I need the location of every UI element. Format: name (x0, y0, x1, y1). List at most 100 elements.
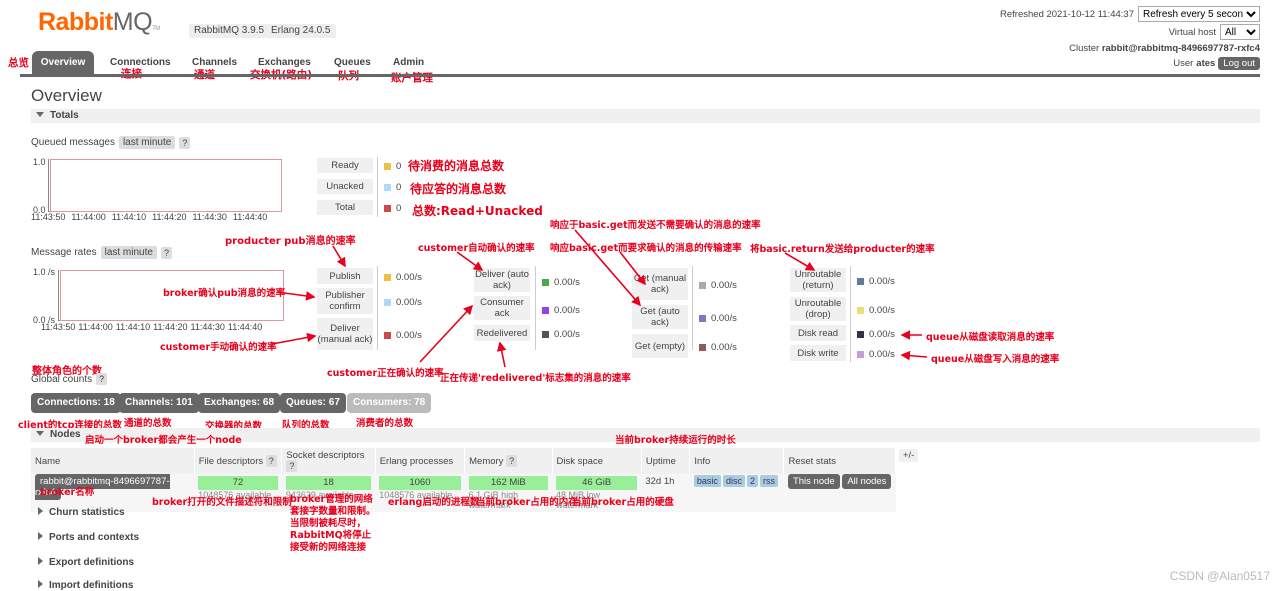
unroutable-drop-rate: 0.00/s (869, 305, 895, 316)
churn-statistics-section[interactable]: Churn statistics (38, 507, 125, 518)
virtual-host-select[interactable]: All (1220, 24, 1260, 40)
help-button[interactable]: ? (286, 460, 298, 472)
logout-button[interactable]: Log out (1218, 57, 1260, 70)
nodes-table: Name File descriptors ? Socket descripto… (31, 448, 896, 512)
expand-arrow-icon (38, 580, 43, 588)
publish-label: Publish (317, 268, 373, 284)
uptime-value: 32d 1h (645, 476, 675, 487)
info-tag: rss (759, 475, 778, 487)
col-memory: Memory ? (464, 448, 553, 474)
ready-annotation: 待消费的消息总数 (408, 159, 505, 173)
exchanges-count-button[interactable]: Exchanges: 68 (198, 393, 281, 413)
ports-and-contexts-section[interactable]: Ports and contexts (38, 532, 139, 543)
get-auto-ack-swatch (699, 315, 706, 322)
disk-write-label: Disk write (790, 345, 846, 361)
import-definitions-section[interactable]: Import definitions (38, 580, 133, 591)
col-uptime: Uptime (641, 448, 691, 474)
get-empty-swatch (699, 344, 706, 351)
unroutable-return-label: Unroutable (return) (790, 268, 846, 292)
connections-count-button[interactable]: Connections: 18 (31, 393, 121, 413)
info-tag: 2 (746, 475, 758, 487)
col-erlang-processes: Erlang processes (375, 448, 466, 474)
queues-count-button[interactable]: Queues: 67 (280, 393, 346, 413)
publisher-confirm-swatch (384, 299, 391, 306)
total-value: 0 (396, 203, 402, 214)
unroutable-return-swatch (857, 278, 864, 285)
queued-y-bottom: 0.0 (33, 205, 46, 215)
rabbitmq-version: RabbitMQ 3.9.5 (189, 24, 270, 38)
user-label: User (1173, 58, 1194, 69)
get-auto-ack-label: Get (auto ack) (632, 305, 688, 329)
columns-toggle-button[interactable]: +/- (899, 449, 919, 462)
help-button[interactable]: ? (96, 373, 108, 385)
col-name: Name (31, 448, 195, 474)
totals-section-header[interactable]: Totals (31, 109, 1260, 123)
get-empty-rate: 0.00/s (711, 342, 737, 353)
tab-queues[interactable]: Queues (334, 57, 371, 68)
help-button[interactable]: ? (160, 246, 172, 259)
message-rates-chart (58, 270, 284, 321)
disk-read-label: Disk read (790, 325, 846, 341)
annotation-tcp-total: client的tcp连接的总数 (18, 420, 122, 431)
channels-count-button[interactable]: Channels: 101 (119, 393, 199, 413)
annotation-disk-read: queue从磁盘读取消息的速率 (926, 332, 1055, 343)
publish-swatch (384, 274, 391, 281)
nodes-section-header[interactable]: Nodes (31, 428, 1260, 442)
consumer-ack-label: Consumer ack (474, 296, 530, 320)
erlang-available: 1048576 available (379, 490, 453, 500)
redelivered-swatch (542, 331, 549, 338)
cluster-name: rabbit@rabbitmq-8496697787-rxfc4 (1101, 43, 1260, 54)
tab-channels[interactable]: Channels (192, 57, 238, 68)
ready-swatch (384, 163, 391, 170)
rabbitmq-logo: RabbitMQTM (38, 8, 160, 36)
reset-all-nodes-button[interactable]: All nodes (842, 474, 892, 489)
annotation-producter-pub: producter pub消息的速率 (225, 236, 356, 247)
annotation-exchange-total: 交换器的总数 (205, 421, 263, 432)
disk-read-swatch (857, 331, 864, 338)
annotation-socket: broker管理的网络套接字数量和限制。当限制被耗尽时，RabbitMQ将停止接… (290, 494, 376, 553)
annotation-role-count: 整体角色的个数 (32, 366, 102, 377)
unacked-label: Unacked (317, 179, 373, 194)
unacked-swatch (384, 184, 391, 191)
annotation-customer-manual: customer手动确认的速率 (160, 342, 277, 353)
reset-this-node-button[interactable]: This node (787, 474, 840, 489)
tab-note-overview: 总览 (8, 57, 29, 69)
annotation-consumer-total: 消费者的总数 (356, 418, 414, 429)
fd-available: 1048576 available (198, 490, 272, 500)
user-name: ates (1196, 58, 1216, 69)
col-info: Info (689, 448, 785, 474)
tab-underline (20, 74, 1260, 77)
help-button[interactable]: ? (506, 454, 518, 467)
expand-arrow-icon (38, 532, 43, 540)
tab-exchanges[interactable]: Exchanges (258, 57, 311, 68)
annotation-uptime: 当前broker持续运行的时长 (615, 435, 736, 446)
queued-range-toggle[interactable]: last minute (118, 136, 176, 149)
queued-y-top: 1.0 (33, 157, 46, 167)
consumers-count-button[interactable]: Consumers: 78 (347, 393, 432, 413)
help-button[interactable]: ? (265, 454, 277, 467)
total-annotation: 总数:Read+Unacked (412, 204, 543, 218)
disk-write-rate: 0.00/s (869, 349, 895, 360)
tab-overview[interactable]: Overview (32, 51, 94, 74)
info-tag: disc (722, 475, 745, 487)
annotation-get-ack: 响应basic.get而要求确认的消息的传输速率 (550, 243, 742, 254)
message-rates-label: Message rates (31, 247, 97, 258)
publisher-confirm-label: Publisher confirm (317, 288, 373, 314)
annotation-customer-auto: customer自动确认的速率 (418, 243, 535, 254)
tab-connections[interactable]: Connections (110, 57, 171, 68)
consumer-ack-rate: 0.00/s (554, 305, 580, 316)
export-definitions-section[interactable]: Export definitions (38, 557, 134, 568)
collapse-arrow-icon (36, 431, 44, 436)
rates-y-top: 1.0 /s (33, 267, 56, 277)
refreshed-label: Refreshed 2021-10-12 11:44:37 (1000, 8, 1134, 20)
annotation-return: 将basic.return发送给producter的速率 (750, 244, 935, 255)
help-button[interactable]: ? (179, 136, 191, 149)
tab-admin[interactable]: Admin (393, 57, 425, 68)
rates-range-toggle[interactable]: last minute (100, 246, 157, 259)
refresh-interval-select[interactable]: Refresh every 5 seconds (1138, 6, 1260, 22)
annotation-fd: broker打开的文件描述符和限制 (152, 497, 292, 508)
global-counts-label: Global counts (31, 373, 93, 385)
